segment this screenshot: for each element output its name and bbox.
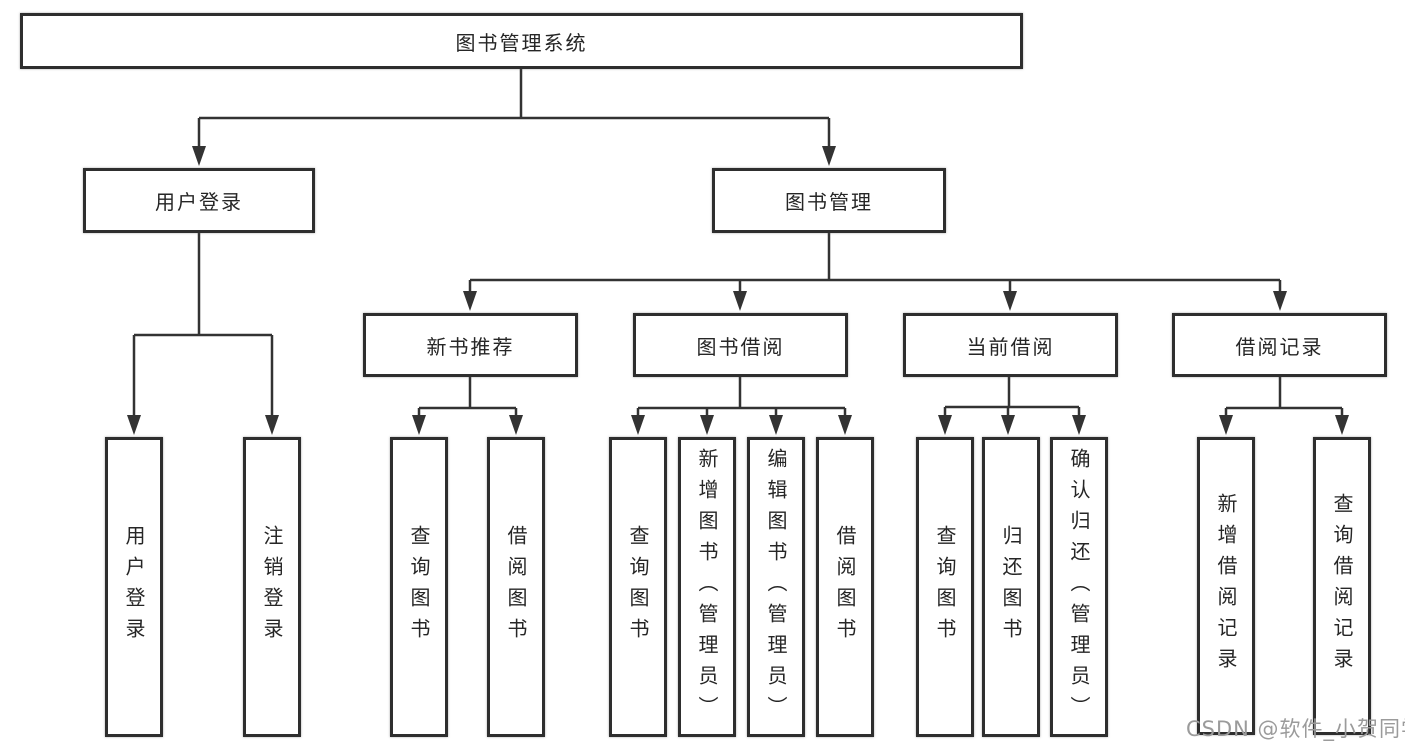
node-leaf-query-borrow-record: 查询借阅记录	[1313, 437, 1371, 735]
node-leaf-query-books-borrow: 查询图书	[609, 437, 667, 737]
node-book-management-branch: 图书管理	[712, 168, 946, 233]
node-new-book-recommend: 新书推荐	[363, 313, 578, 377]
node-leaf-user-login: 用户登录	[105, 437, 163, 737]
node-leaf-return-books: 归还图书	[982, 437, 1040, 737]
node-user-login-branch: 用户登录	[83, 168, 315, 233]
connector-current-branch	[943, 377, 1081, 421]
connector-root-to-level2	[197, 69, 831, 150]
node-leaf-query-books-current: 查询图书	[916, 437, 974, 737]
node-leaf-borrow-books-newbook: 借阅图书	[487, 437, 545, 737]
csdn-watermark: CSDN @软件_小贺同学	[1186, 717, 1405, 741]
node-library-management-system: 图书管理系统	[20, 13, 1023, 69]
node-leaf-add-books-admin: 新增图书（管理员）	[678, 437, 736, 737]
node-book-borrowing: 图书借阅	[633, 313, 848, 377]
node-leaf-logout: 注销登录	[243, 437, 301, 737]
node-current-borrowing: 当前借阅	[903, 313, 1118, 377]
connector-borrow-branch	[636, 377, 847, 421]
connector-book-to-level3	[468, 233, 1282, 296]
node-leaf-add-borrow-record: 新增借阅记录	[1197, 437, 1255, 735]
node-leaf-confirm-return-admin: 确认归还（管理员）	[1050, 437, 1108, 737]
node-borrowing-records: 借阅记录	[1172, 313, 1387, 377]
node-leaf-query-books-newbook: 查询图书	[390, 437, 448, 737]
node-leaf-borrow-books: 借阅图书	[816, 437, 874, 737]
node-leaf-edit-books-admin: 编辑图书（管理员）	[747, 437, 805, 737]
connector-user-branch	[132, 233, 274, 421]
connector-record-branch	[1224, 377, 1344, 421]
connector-newbook-branch	[417, 377, 518, 421]
